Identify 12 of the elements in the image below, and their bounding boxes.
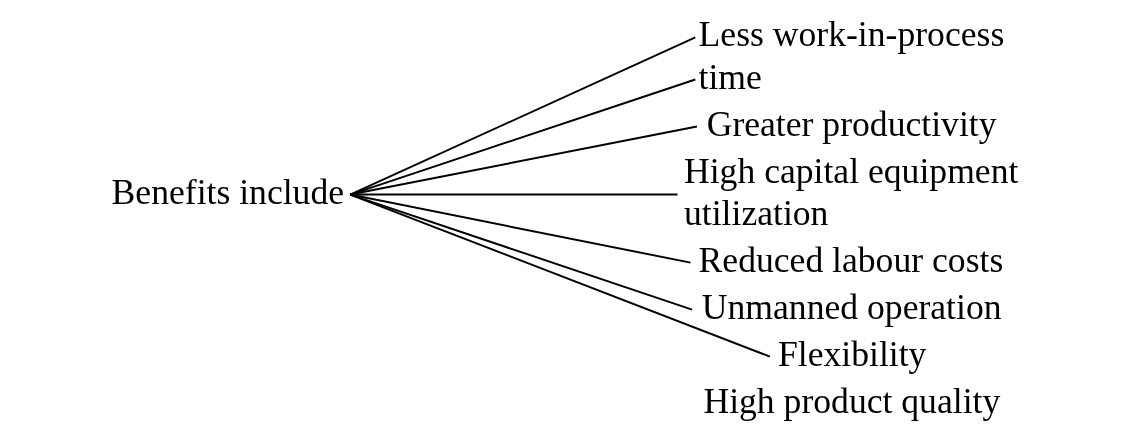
node-text: Flexibility	[777, 333, 926, 374]
node-text: High capital equipment utilization	[683, 150, 1018, 233]
connector	[348, 193, 771, 358]
node-text: Reduced labour costs	[698, 239, 1003, 280]
connector	[348, 125, 698, 196]
connector	[348, 78, 696, 196]
node-text: High product quality	[702, 380, 1000, 421]
node-text: Less work-in-process time	[698, 14, 1004, 97]
node-text: Unmanned operation	[701, 286, 1002, 327]
connector	[348, 36, 696, 196]
node-text: Benefits include	[111, 171, 344, 212]
node-text: Greater productivity	[706, 103, 997, 144]
